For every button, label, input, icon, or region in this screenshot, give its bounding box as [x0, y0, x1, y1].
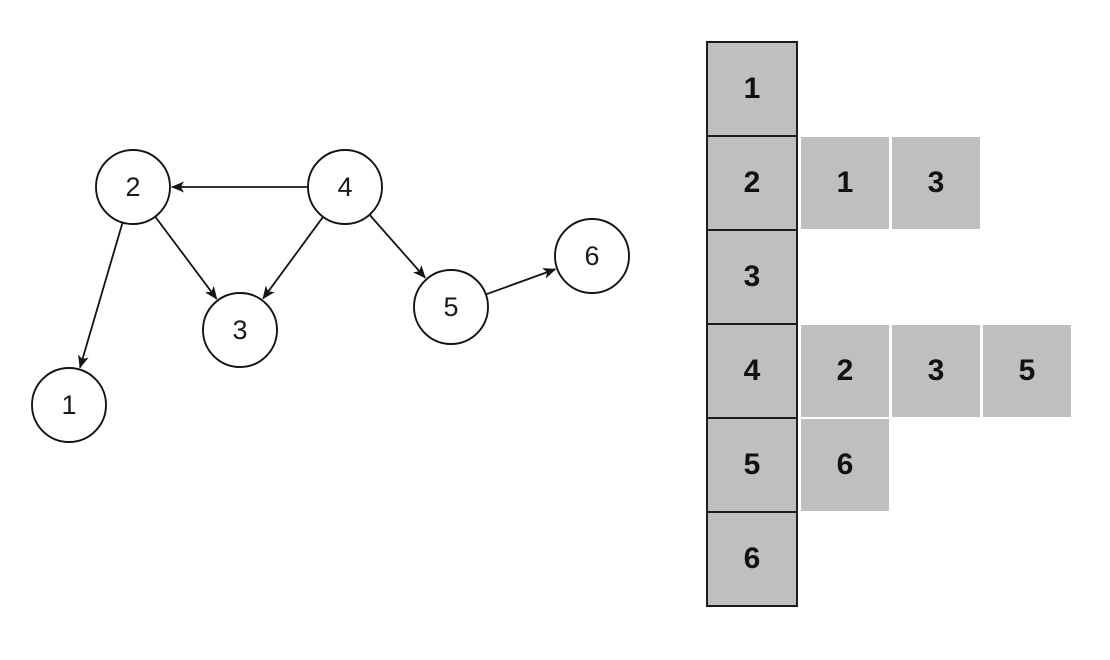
graph-node-label: 2 — [125, 172, 140, 202]
graph-edge-4-3 — [262, 216, 324, 300]
graph-node-circle — [413, 269, 489, 345]
graph-node-circle — [202, 292, 278, 368]
adjacency-neighbor-cell: 2 — [801, 325, 889, 417]
graph-node-label: 6 — [584, 241, 599, 271]
adjacency-neighbor-cell: 6 — [801, 419, 889, 511]
adjacency-row-6: 6 — [706, 511, 1071, 607]
graph-node-label: 5 — [443, 292, 458, 322]
graph-node-4: 4 — [307, 149, 383, 225]
graph-node-6: 6 — [554, 218, 630, 294]
graph-edge-4-5 — [368, 214, 426, 279]
adjacency-neighbor-cell: 1 — [801, 137, 889, 229]
adjacency-neighbor-cell: 5 — [983, 325, 1071, 417]
graph-edge-2-1 — [78, 222, 124, 369]
graph-node-label: 4 — [337, 172, 352, 202]
graph-edge-5-6 — [485, 268, 557, 296]
adjacency-node-cell: 6 — [706, 511, 798, 607]
adjacency-row-3: 3 — [706, 229, 1071, 325]
graph-node-5: 5 — [413, 269, 489, 345]
adjacency-node-cell: 3 — [706, 229, 798, 325]
adjacency-node-cell: 1 — [706, 41, 798, 137]
adjacency-neighbor-cell: 3 — [892, 137, 980, 229]
graph-node-3: 3 — [202, 292, 278, 368]
graph-node-circle — [554, 218, 630, 294]
graph-edge-2-3 — [154, 216, 218, 300]
graph-node-2: 2 — [95, 149, 171, 225]
graph-node-circle — [95, 149, 171, 225]
adjacency-node-cell: 2 — [706, 135, 798, 231]
adjacency-row-1: 1 — [706, 41, 1071, 137]
adjacency-node-cell: 5 — [706, 417, 798, 513]
graph-node-label: 3 — [232, 315, 247, 345]
adjacency-neighbor-cell: 3 — [892, 325, 980, 417]
graph-node-circle — [307, 149, 383, 225]
graph-node-label: 1 — [61, 390, 76, 420]
adjacency-node-cell: 4 — [706, 323, 798, 419]
graph-node-circle — [31, 367, 107, 443]
graph-node-1: 1 — [31, 367, 107, 443]
